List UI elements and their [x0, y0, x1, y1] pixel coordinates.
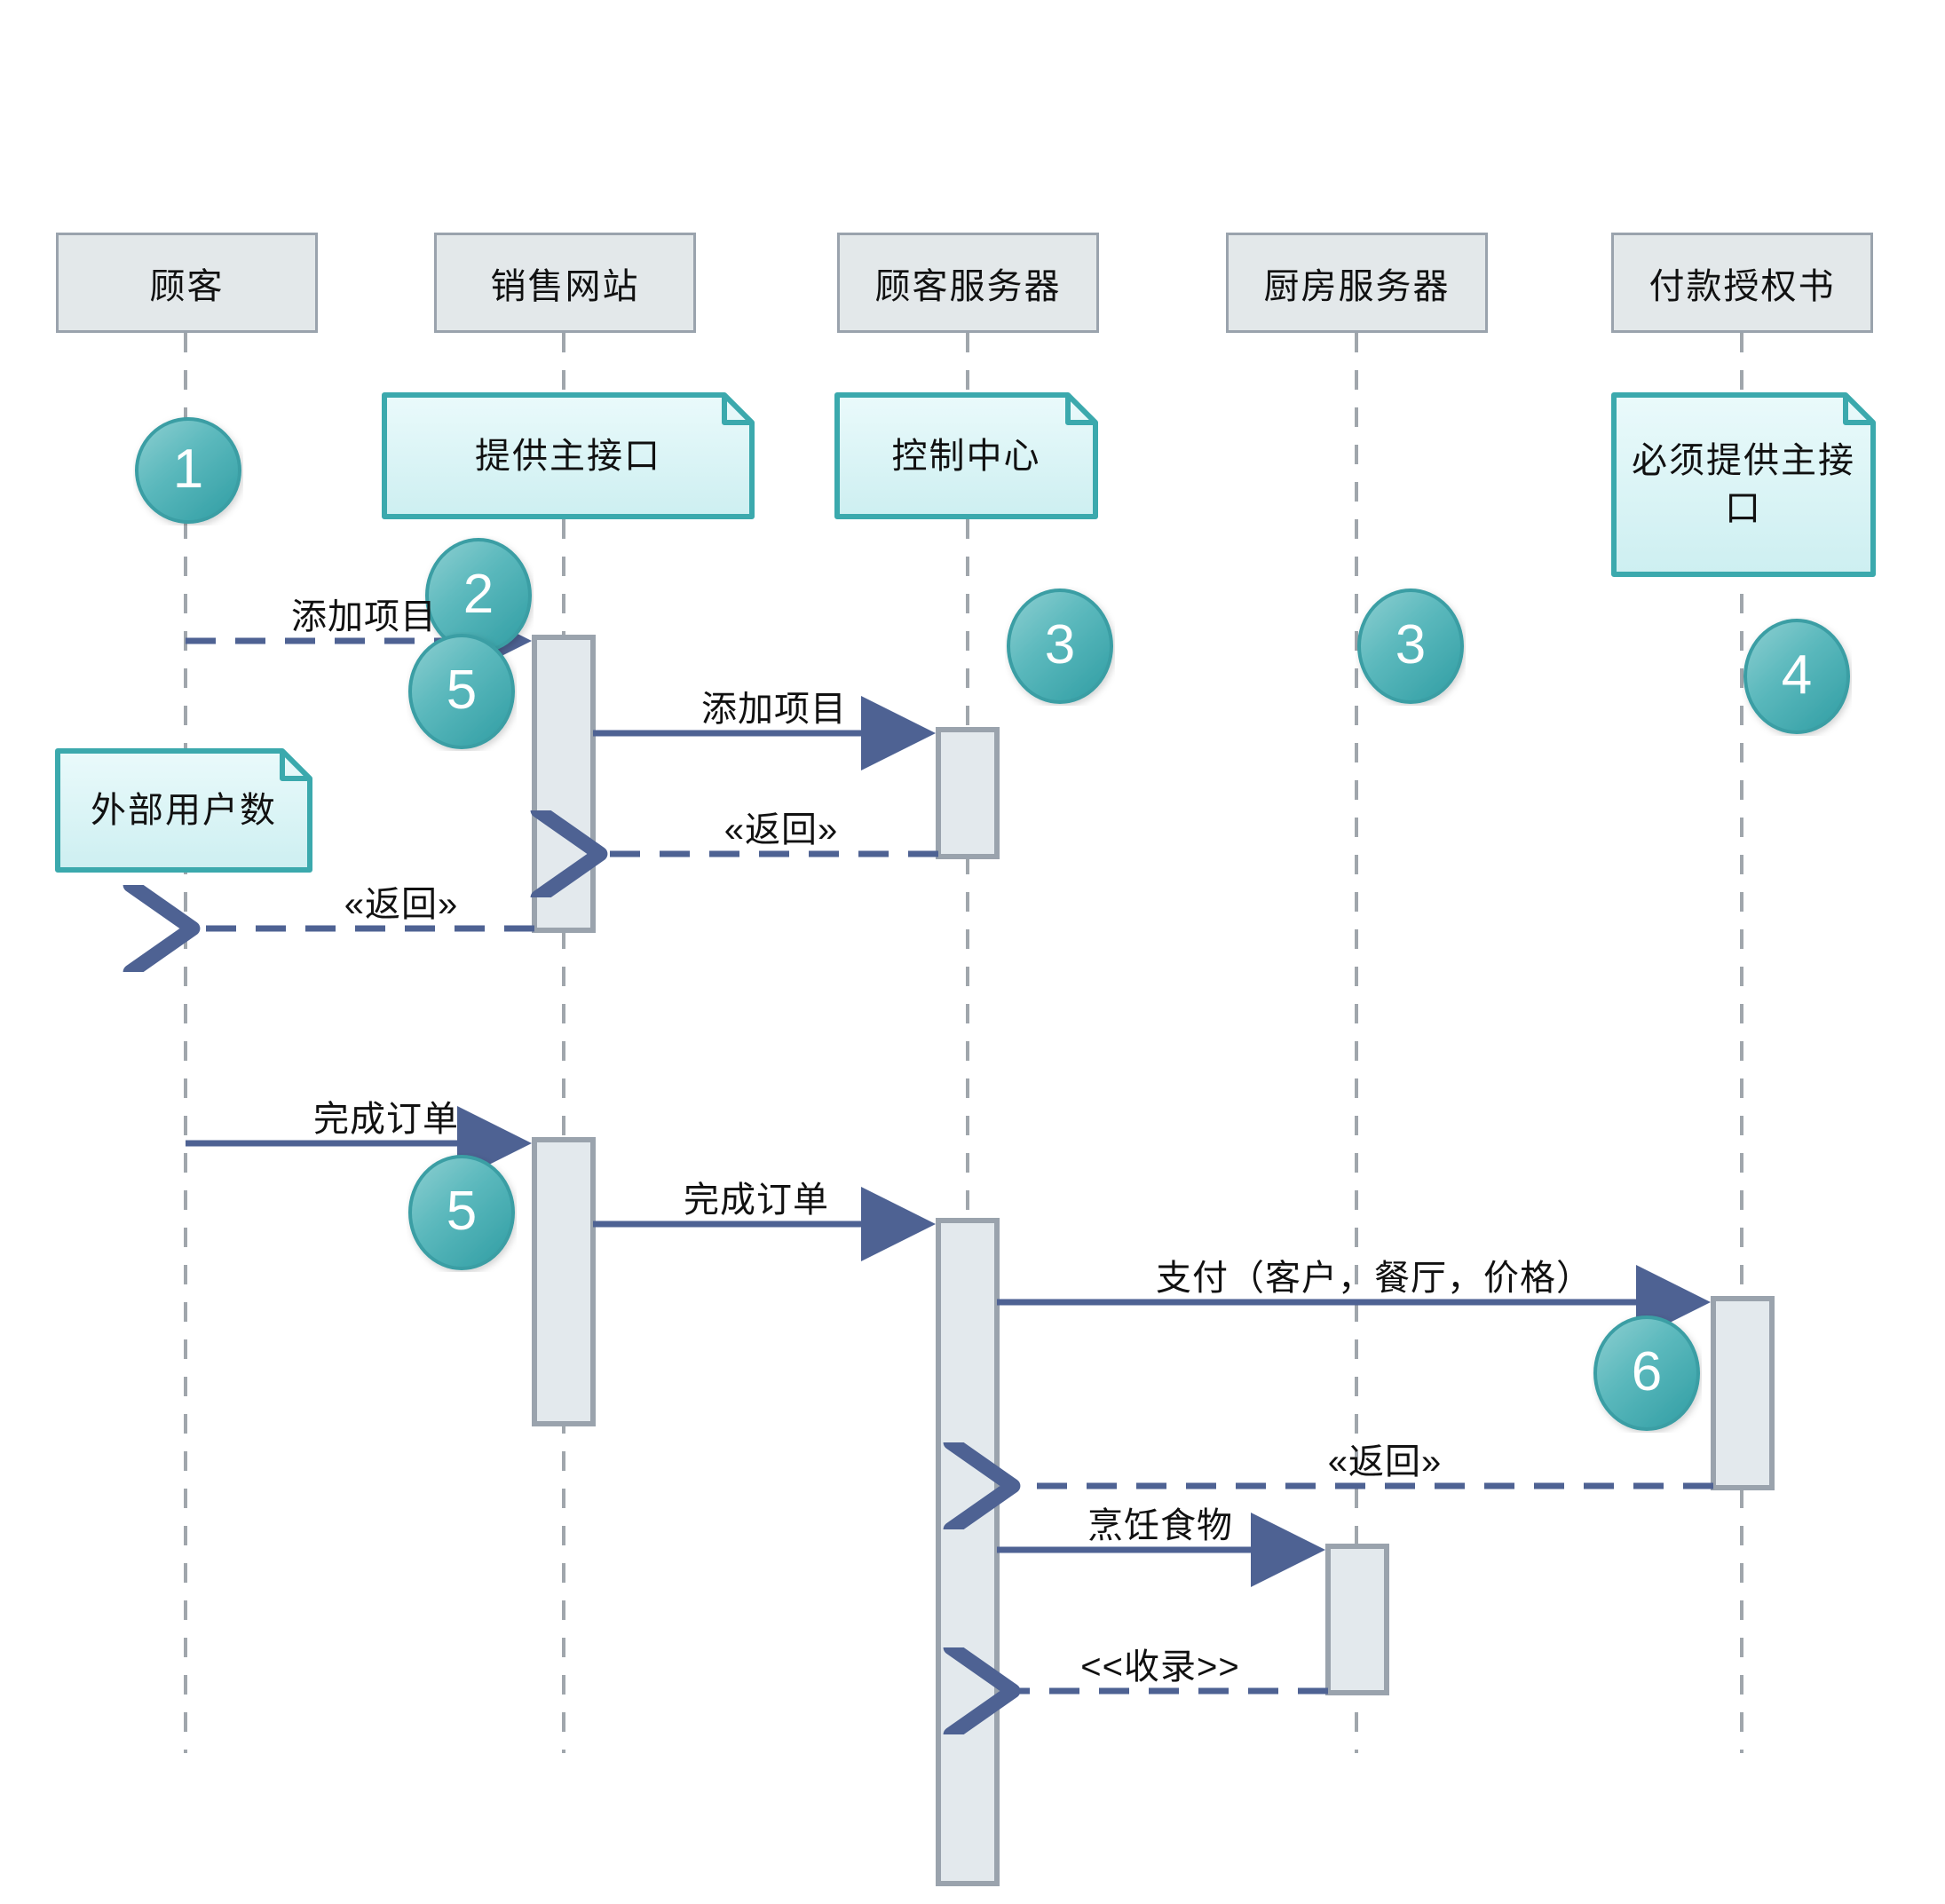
- message-label-finish-2: 完成订单: [684, 1181, 829, 1220]
- message-label-finish-1: 完成订单: [313, 1100, 459, 1139]
- message-label-return-1: «返回»: [723, 810, 839, 849]
- badge-5-lower-number: 5: [446, 1181, 478, 1242]
- message-label-add-item-1: 添加项目: [291, 597, 437, 636]
- badge-1-number: 1: [172, 438, 204, 500]
- badge-3-cust-srv[interactable]: 3: [1005, 587, 1115, 706]
- message-label-cook: 烹饪食物: [1087, 1506, 1233, 1545]
- badge-circle-icon: [1007, 589, 1113, 704]
- badge-3-kitchen-number: 3: [1395, 614, 1427, 675]
- badge-6-payment-number: 6: [1631, 1341, 1663, 1402]
- badge-1[interactable]: 1: [133, 415, 243, 525]
- activation-kitchen-1: [1325, 1544, 1389, 1695]
- note-shape-icon: [834, 392, 1098, 519]
- activation-cust-srv-1: [936, 727, 1000, 859]
- note-shape-icon: [55, 748, 312, 873]
- badge-circle-icon: [1743, 619, 1850, 734]
- note-sales-site[interactable]: 提供主接口: [382, 392, 755, 519]
- message-label-return-2: «返回»: [344, 885, 459, 924]
- lifeline-label-customer: 顾客: [149, 266, 225, 306]
- lifeline-header-sales-site[interactable]: 销售网站: [434, 233, 696, 333]
- badge-5-lower[interactable]: 5: [407, 1153, 517, 1272]
- badge-4-payment-number: 4: [1781, 644, 1813, 706]
- message-arrows: [186, 604, 1713, 1691]
- badge-6-payment[interactable]: 6: [1592, 1314, 1702, 1433]
- lifeline-header-payment[interactable]: 付款授权书: [1611, 233, 1873, 333]
- badge-2[interactable]: 2: [423, 536, 534, 655]
- badge-circle-icon: [1593, 1315, 1700, 1431]
- badge-3-kitchen[interactable]: 3: [1356, 587, 1466, 706]
- lifeline-header-cust-srv[interactable]: 顾客服务器: [837, 233, 1099, 333]
- note-shape-icon: [1611, 392, 1876, 577]
- note-text-external-users: 外部用户数: [91, 791, 277, 830]
- note-shape-icon: [382, 392, 755, 519]
- note-payment[interactable]: 必须提供主接口: [1611, 392, 1876, 577]
- note-text-sales-site: 提供主接口: [475, 436, 661, 476]
- badge-circle-icon: [408, 634, 515, 749]
- message-label-pay: 支付（客户，餐厅，价格）: [1156, 1259, 1593, 1298]
- badge-circle-icon: [1357, 589, 1464, 704]
- lifeline-header-customer[interactable]: 顾客: [56, 233, 318, 333]
- activation-payment-1: [1711, 1296, 1775, 1490]
- badge-3-cust-srv-number: 3: [1044, 614, 1076, 675]
- badge-5-upper[interactable]: 5: [407, 632, 517, 751]
- badge-circle-icon: [135, 417, 241, 524]
- note-external-users[interactable]: 外部用户数: [55, 748, 312, 873]
- lifeline-label-cust-srv: 顾客服务器: [874, 266, 1062, 306]
- badge-circle-icon: [408, 1155, 515, 1270]
- lifeline-header-kitchen[interactable]: 厨房服务器: [1226, 233, 1488, 333]
- lifeline-label-kitchen: 厨房服务器: [1263, 266, 1451, 306]
- badge-4-payment[interactable]: 4: [1742, 617, 1852, 736]
- lifeline-label-payment: 付款授权书: [1649, 266, 1836, 306]
- lifeline-label-sales-site: 销售网站: [490, 266, 640, 306]
- activation-cust-srv-2: [936, 1218, 1000, 1886]
- badge-5-upper-number: 5: [446, 660, 478, 721]
- message-label-include: <<收录>>: [1080, 1647, 1240, 1687]
- activation-sales-site-2: [532, 1137, 596, 1426]
- note-text-cust-srv: 控制中心: [891, 436, 1041, 476]
- badge-2-number: 2: [463, 564, 494, 625]
- activation-bars: [532, 635, 1775, 1886]
- message-label-add-item-2: 添加项目: [701, 690, 847, 729]
- activation-sales-site-1: [532, 635, 596, 933]
- note-cust-srv[interactable]: 控制中心: [834, 392, 1098, 519]
- note-text-payment: 必须提供主接口: [1632, 441, 1855, 528]
- message-label-return-3: «返回»: [1327, 1442, 1443, 1481]
